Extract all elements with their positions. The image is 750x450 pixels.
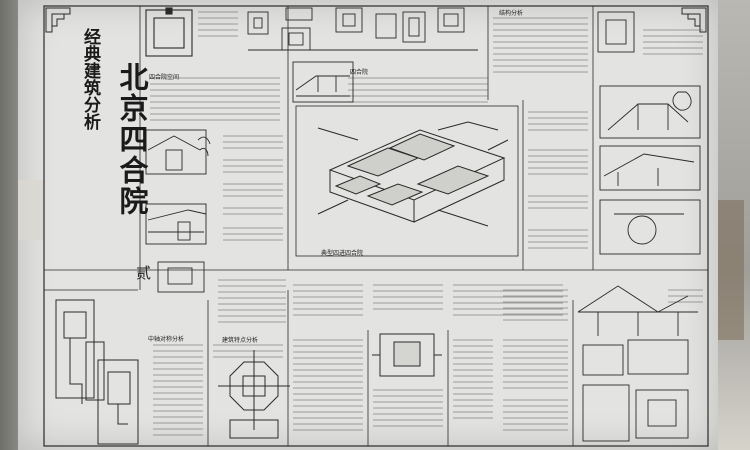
panel-heading-4: 中轴对称分析 [148,336,185,343]
sketch-right-top [597,11,635,53]
plan-right-bottom [582,339,689,442]
poster-subtitle: 经典建筑分析 [80,28,100,130]
poster-title: 北京四合院 [115,62,149,217]
tape-strip [18,180,44,240]
poster-board: 经典建筑分析 北京四合院 贰 典型四进四合院 四合院 结构分析 建筑特点分析 中… [18,0,718,450]
panel-heading-1: 四合院 [350,69,369,76]
text-lines [150,11,703,436]
sketch-gate-left [145,129,211,175]
seal-mark: 贰 [136,264,152,282]
plan-sequence-top [247,7,478,51]
plan-bottom-center [372,333,442,377]
plan-small-left [157,261,205,293]
sketch-hutong [292,61,354,103]
panel-heading-5: 四合院空间 [149,74,180,81]
panel-heading-2: 结构分析 [499,10,524,17]
section-elevation [577,285,698,336]
sketch-right-tree [599,85,701,139]
sketch-moon-gate [599,199,701,255]
panel-heading-3: 建筑特点分析 [222,337,259,344]
poster-linework [43,5,709,447]
center-caption: 典型四进四合院 [321,250,364,257]
axis-diagram-octagon [218,350,290,439]
sketch-right-roof [599,145,701,191]
axis-plan-left [55,299,139,445]
corner-ornament-top-right [681,7,707,33]
courtyard-axonometric-drawing [295,105,519,257]
corner-ornament-top-left [45,7,71,33]
sketch-wall-left [145,203,207,245]
plan-drawing-top-left [145,7,193,57]
